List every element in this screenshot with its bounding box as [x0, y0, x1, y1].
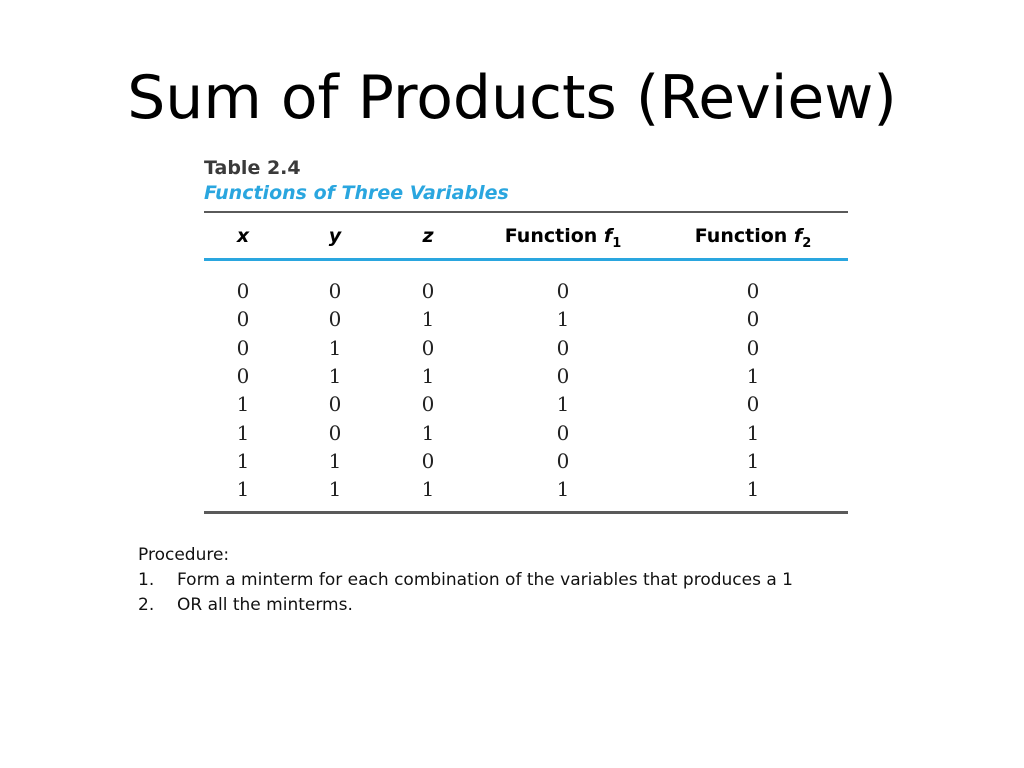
- header-function-f1: Function f1: [468, 224, 658, 251]
- cell-y: 1: [328, 477, 342, 502]
- procedure-step-text: OR all the minterms.: [177, 595, 353, 615]
- header-function-f2-var: f: [793, 224, 803, 247]
- cell-f2: 0: [746, 279, 760, 304]
- table-label: Table 2.4: [204, 157, 301, 179]
- cell-f2: 1: [746, 448, 760, 473]
- cell-x: 1: [236, 448, 250, 473]
- header-x: x: [236, 224, 250, 247]
- cell-y: 0: [328, 307, 342, 332]
- procedure-step-number: 2.: [138, 595, 155, 615]
- procedure-step-1: 1. Form a minterm for each combination o…: [138, 568, 918, 593]
- header-function-f2-sub: 2: [802, 235, 812, 251]
- table-bottom-rule: [204, 511, 848, 515]
- cell-y: 0: [328, 420, 342, 445]
- cell-f1: 1: [556, 477, 570, 502]
- table-row: 1 1 0 0 1: [204, 447, 848, 475]
- header-function-f1-sub: 1: [612, 235, 622, 251]
- cell-y: 1: [328, 364, 342, 389]
- cell-x: 0: [236, 279, 250, 304]
- procedure-heading: Procedure:: [138, 545, 230, 565]
- table-body: 0 0 0 0 0 0 0 1 1 0 0 1 0 0 0 0 1 1 0 1 1 0 0 1 0 1 0 1 0 1 1 1 0 0 1 1 1 1 1 1: [204, 261, 848, 503]
- cell-x: 1: [236, 420, 250, 445]
- cell-f2: 1: [746, 477, 760, 502]
- cell-y: 0: [328, 392, 342, 417]
- cell-f1: 0: [556, 335, 570, 360]
- table-top-rule: [204, 211, 848, 213]
- cell-f2: 1: [746, 420, 760, 445]
- procedure-step-text: Form a minterm for each combination of t…: [177, 570, 793, 590]
- table-row: 0 1 1 0 1: [204, 362, 848, 390]
- cell-f1: 1: [556, 392, 570, 417]
- cell-f1: 1: [556, 307, 570, 332]
- cell-z: 1: [421, 477, 435, 502]
- cell-x: 0: [236, 335, 250, 360]
- procedure-step-number: 1.: [138, 570, 155, 590]
- cell-y: 1: [328, 335, 342, 360]
- table-row: 0 0 1 1 0: [204, 305, 848, 333]
- table-caption: Functions of Three Variables: [204, 182, 509, 204]
- procedure-block: Procedure: 1. Form a minterm for each co…: [138, 543, 918, 618]
- table-row: 0 1 0 0 0: [204, 334, 848, 362]
- cell-z: 1: [421, 364, 435, 389]
- header-function-f1-var: f: [603, 224, 613, 247]
- header-function-f2-text: Function: [694, 224, 794, 247]
- header-y: y: [328, 224, 342, 247]
- cell-z: 0: [421, 392, 435, 417]
- table-header-row: x y z Function f1 Function f2: [204, 213, 848, 258]
- cell-f2: 0: [746, 392, 760, 417]
- cell-f1: 0: [556, 279, 570, 304]
- cell-z: 1: [421, 420, 435, 445]
- table-row: 0 0 0 0 0: [204, 277, 848, 305]
- header-function-f2: Function f2: [658, 224, 848, 251]
- header-function-f1-text: Function: [504, 224, 604, 247]
- cell-x: 1: [236, 392, 250, 417]
- cell-z: 0: [421, 448, 435, 473]
- cell-y: 1: [328, 448, 342, 473]
- cell-f1: 0: [556, 364, 570, 389]
- cell-z: 0: [421, 335, 435, 360]
- cell-x: 0: [236, 364, 250, 389]
- slide-title: Sum of Products (Review): [127, 63, 897, 133]
- cell-f1: 0: [556, 448, 570, 473]
- cell-y: 0: [328, 279, 342, 304]
- cell-f2: 0: [746, 335, 760, 360]
- cell-f2: 0: [746, 307, 760, 332]
- header-z: z: [422, 224, 434, 247]
- cell-x: 0: [236, 307, 250, 332]
- cell-f1: 0: [556, 420, 570, 445]
- cell-x: 1: [236, 477, 250, 502]
- procedure-step-2: 2. OR all the minterms.: [138, 593, 918, 618]
- truth-table: Table 2.4 Functions of Three Variables x…: [204, 156, 848, 515]
- table-row: 1 0 1 0 1: [204, 418, 848, 446]
- table-header-rule: [204, 258, 848, 261]
- cell-z: 1: [421, 307, 435, 332]
- table-row: 1 1 1 1 1: [204, 475, 848, 503]
- table-row: 1 0 0 1 0: [204, 390, 848, 418]
- cell-f2: 1: [746, 364, 760, 389]
- cell-z: 0: [421, 279, 435, 304]
